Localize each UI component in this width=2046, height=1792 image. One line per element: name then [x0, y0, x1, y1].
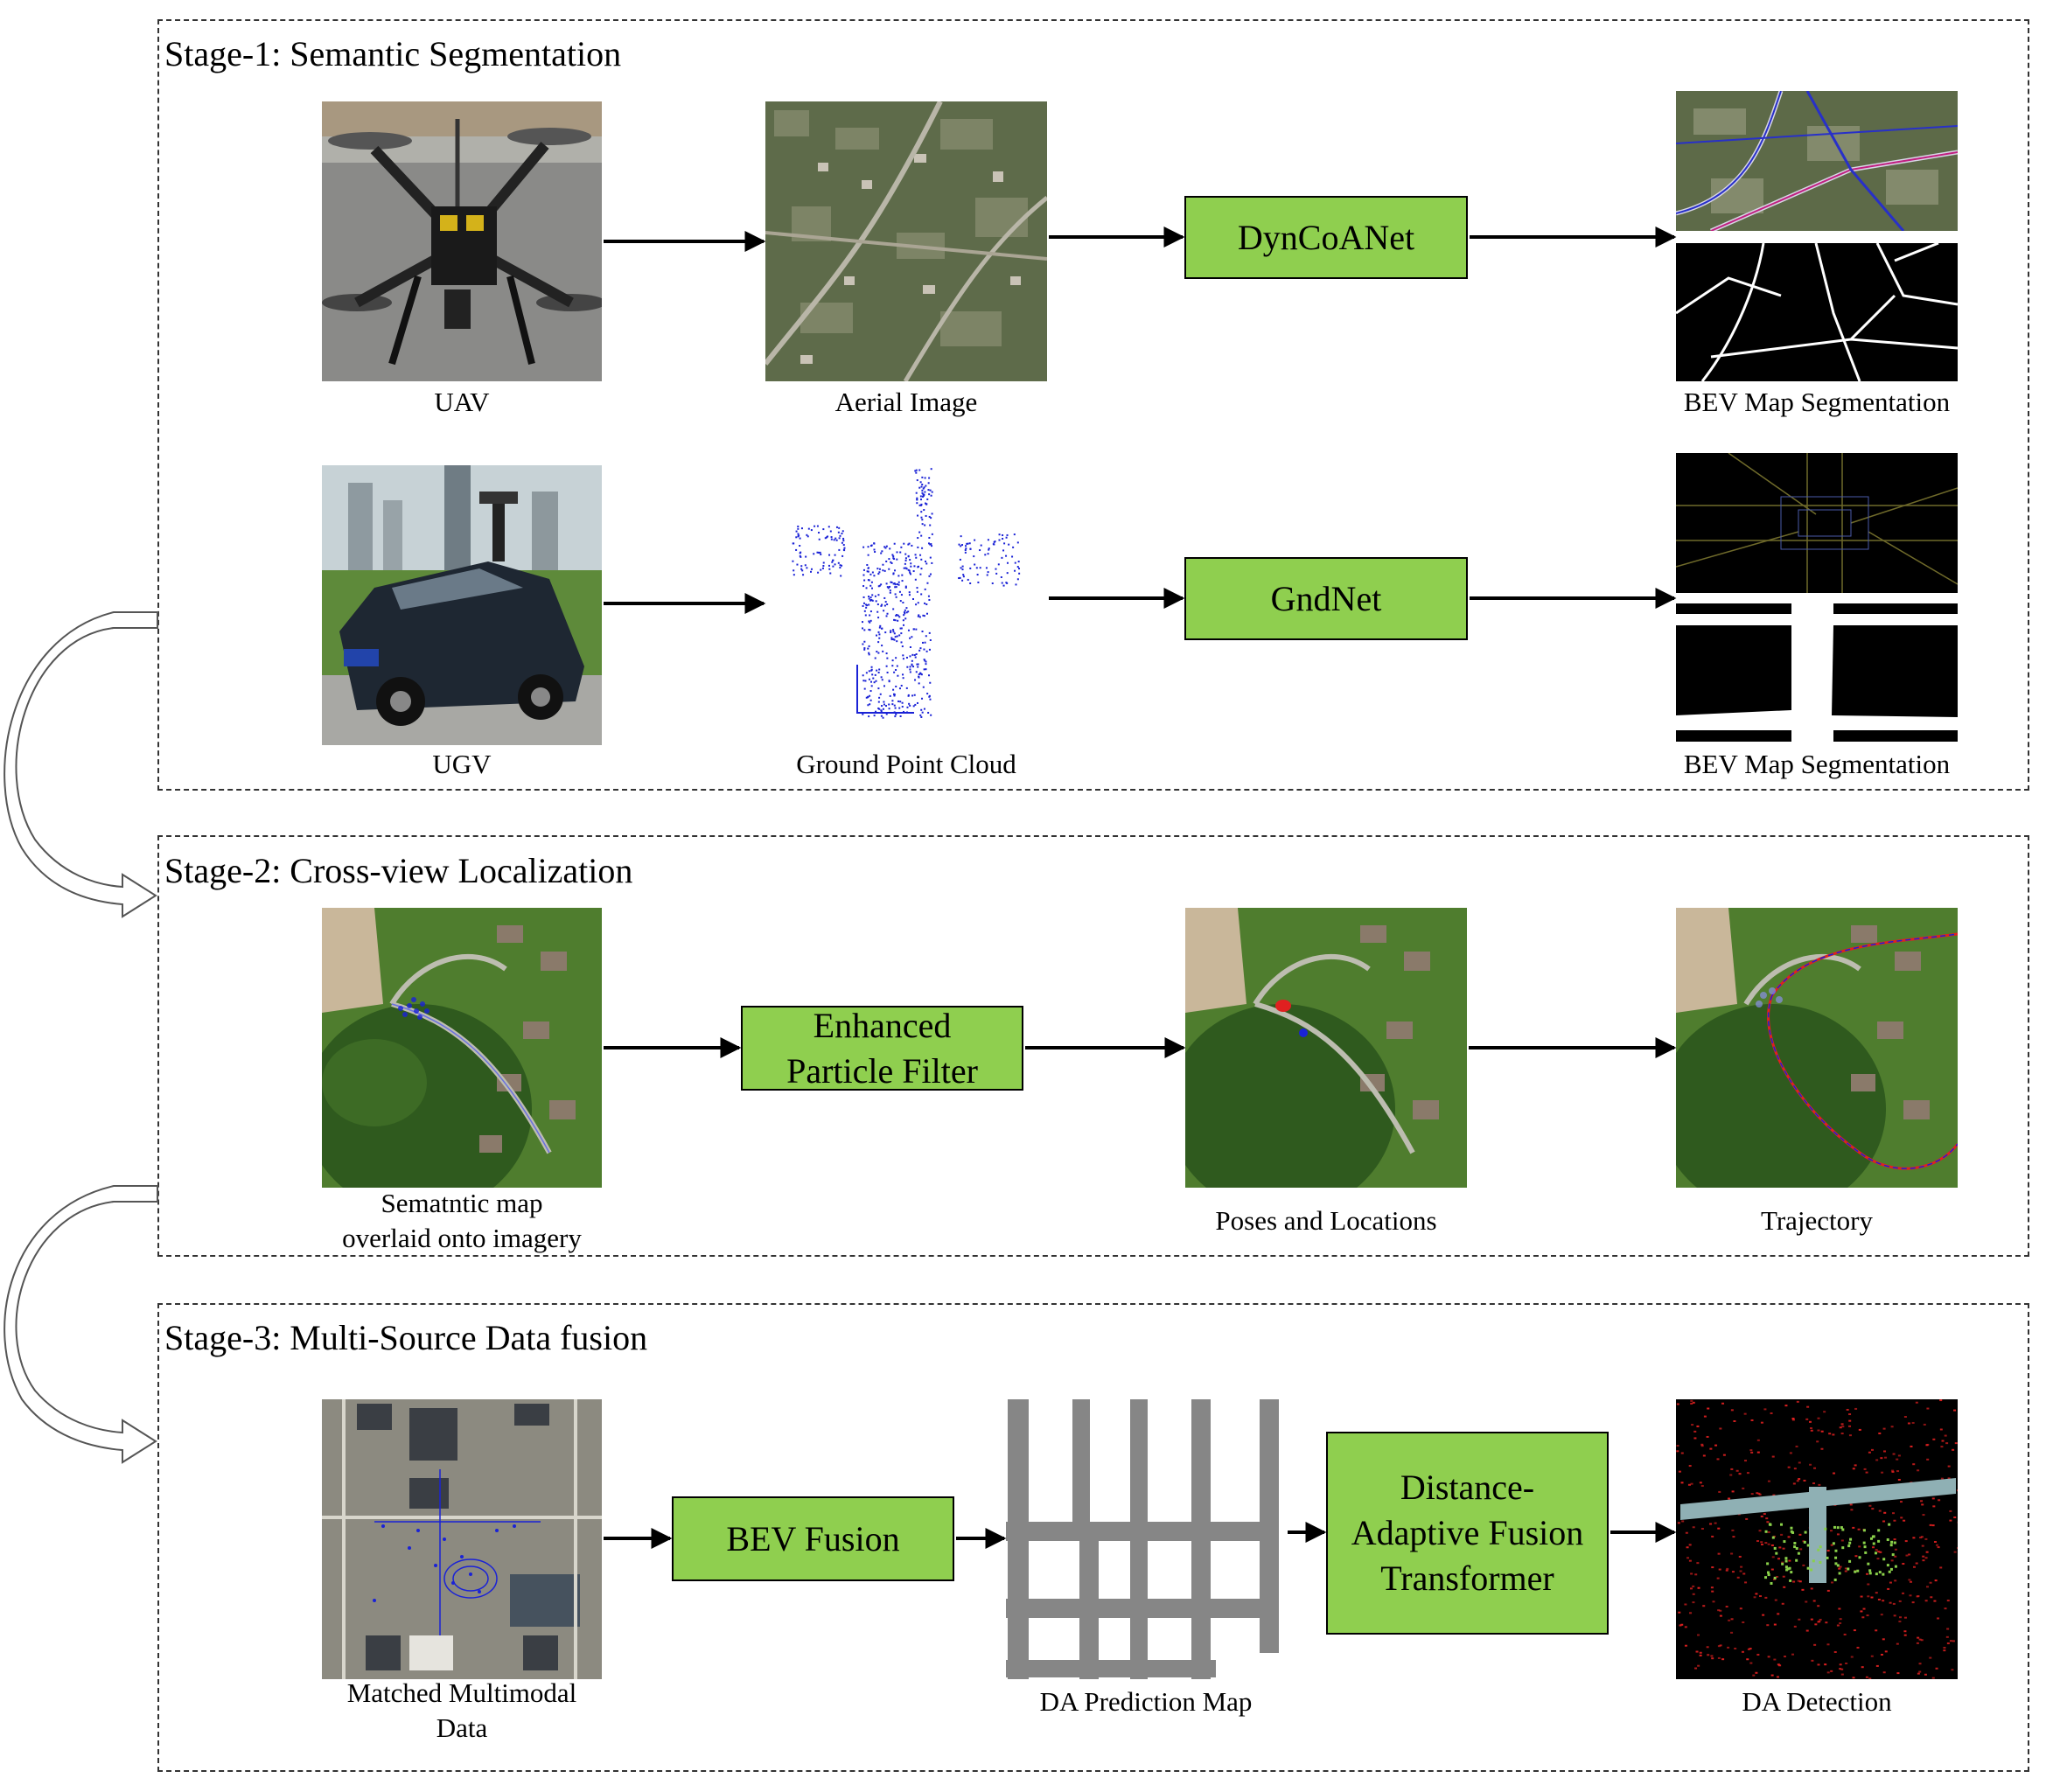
distance-adaptive-fusion-transformer-box: Distance- Adaptive Fusion Transformer: [1326, 1432, 1609, 1635]
semantic-map-caption-line2: overlaid onto imagery: [342, 1223, 582, 1253]
bev-seg-overlay-2: [1676, 453, 1958, 593]
stage1-to-stage2-curve-arrow: [3, 611, 158, 918]
matched-multimodal-image: [322, 1399, 602, 1679]
semantic-map-overlay: [322, 908, 602, 1188]
stage2-to-stage3-curve-arrow: [3, 1185, 158, 1464]
ugv-caption: UGV: [432, 749, 492, 779]
bev-seg-mask-1: [1676, 243, 1958, 381]
bev-seg-caption-2: BEV Map Segmentation: [1683, 749, 1951, 779]
trajectory-image: [1676, 908, 1958, 1188]
matched-multimodal-caption: Matched Multimodal Data: [296, 1676, 628, 1746]
stage-2-title: Stage-2: Cross-view Localization: [164, 851, 633, 890]
particle-filter-line1: Enhanced: [813, 1005, 952, 1045]
da-detection-image: [1676, 1399, 1958, 1679]
aerial-image: [765, 101, 1047, 381]
matched-multimodal-line2: Data: [436, 1712, 488, 1743]
particle-filter-line2: Particle Filter: [786, 1050, 978, 1091]
uav-caption: UAV: [434, 387, 490, 417]
stage-3-title: Stage-3: Multi-Source Data fusion: [164, 1318, 648, 1357]
enhanced-particle-filter-box: Enhanced Particle Filter: [741, 1006, 1023, 1091]
bev-seg-overlay-1: [1676, 91, 1958, 231]
ground-point-cloud-caption: Ground Point Cloud: [796, 749, 1016, 779]
transformer-line2: Adaptive Fusion: [1351, 1513, 1584, 1552]
ugv-photo: [322, 465, 602, 745]
gndnet-box: GndNet: [1184, 557, 1468, 640]
transformer-line1: Distance-: [1400, 1468, 1535, 1507]
bev-fusion-box: BEV Fusion: [672, 1496, 954, 1581]
da-prediction-map: [1006, 1399, 1286, 1679]
stage-1-title: Stage-1: Semantic Segmentation: [164, 34, 622, 73]
da-detection-caption: DA Detection: [1742, 1686, 1892, 1717]
stage-2-box: [157, 835, 2029, 1257]
semantic-map-caption: Sematntic map overlaid onto imagery: [304, 1186, 619, 1256]
trajectory-caption: Trajectory: [1761, 1205, 1873, 1236]
poses-caption: Poses and Locations: [1215, 1205, 1437, 1236]
poses-and-locations-image: [1185, 908, 1467, 1188]
stage-3-box: [157, 1303, 2029, 1772]
transformer-line3: Transformer: [1380, 1558, 1554, 1598]
matched-multimodal-line1: Matched Multimodal: [346, 1677, 577, 1708]
aerial-image-caption: Aerial Image: [834, 387, 978, 417]
bev-seg-mask-2: [1676, 603, 1958, 742]
stage-1-box: [157, 19, 2029, 791]
uav-photo: [322, 101, 602, 381]
da-prediction-caption: DA Prediction Map: [1039, 1686, 1253, 1717]
ground-point-cloud: [783, 464, 1045, 735]
semantic-map-caption-line1: Sematntic map: [381, 1188, 543, 1218]
dyncoanet-box: DynCoANet: [1184, 196, 1468, 279]
bev-seg-caption-1: BEV Map Segmentation: [1683, 387, 1951, 417]
